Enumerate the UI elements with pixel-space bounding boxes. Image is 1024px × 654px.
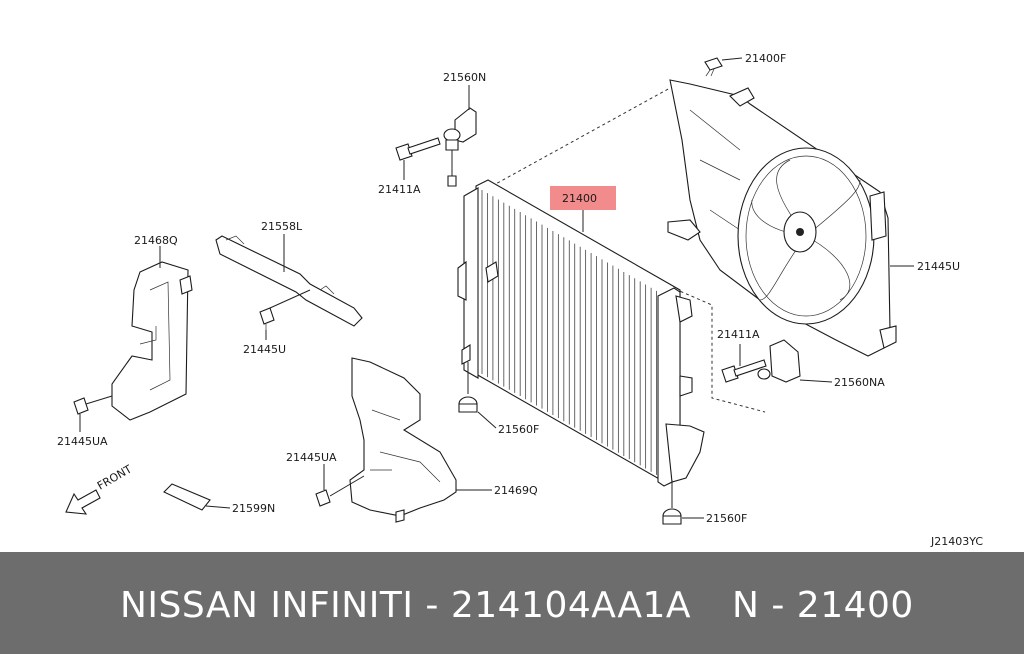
callout-21468q: 21468Q <box>134 234 178 247</box>
callout-21445ua-left: 21445UA <box>57 435 108 448</box>
callout-21560na: 21560NA <box>834 376 885 389</box>
footer-part-text: N - 21400 <box>732 585 914 626</box>
bracket-21560n-icon <box>443 107 477 187</box>
callout-21558l: 21558L <box>261 220 303 233</box>
clip-21445u-icon <box>259 307 275 330</box>
callout-21445u: 21445U <box>243 343 286 356</box>
radiator-fins <box>481 190 663 478</box>
callout-21445ua-mid: 21445UA <box>286 451 337 464</box>
callout-21560f-left: 21560F <box>498 423 539 436</box>
clip-21445ua-left-icon <box>73 397 89 415</box>
deflector-21468q <box>111 261 193 421</box>
front-arrow-icon <box>65 489 101 515</box>
bracket-21560na-icon <box>757 339 801 383</box>
alignment-line <box>674 288 766 413</box>
seal-21558l <box>215 235 363 327</box>
callout-21560n: 21560N <box>443 71 486 84</box>
callout-21411a-right: 21411A <box>717 328 760 341</box>
callout-21400: 21400 <box>562 192 597 205</box>
clip-21445ua-mid-icon <box>315 489 331 507</box>
bolt-21411a-right-icon <box>721 359 767 383</box>
diagram-code: J21403YC <box>930 535 983 548</box>
footer-brand-text: NISSAN INFINITI - 214104AA1A <box>120 585 692 626</box>
alignment-line <box>491 87 671 187</box>
footer-banner: NISSAN INFINITI - 214104AA1A N - 21400 <box>0 552 1024 654</box>
callout-21599n: 21599N <box>232 502 275 515</box>
callout-21469q: 21469Q <box>494 484 538 497</box>
parts-diagram: 21400F 21560N 21411A 21400 <box>57 52 984 548</box>
mount-21560f-bottom-icon <box>662 480 682 525</box>
exploded-view-svg: 21400F 21560N 21411A 21400 <box>57 52 983 548</box>
label-plate-21599n <box>163 483 211 511</box>
front-label: FRONT <box>95 462 134 492</box>
mount-21560f-left-icon <box>458 362 478 413</box>
callout-21560f-bottom: 21560F <box>706 512 747 525</box>
bolt-21411a-icon <box>395 137 441 161</box>
callout-21411a-top: 21411A <box>378 183 421 196</box>
fan-shroud-21590 <box>667 79 897 357</box>
deflector-21469q <box>349 357 457 523</box>
callout-21400f: 21400F <box>745 52 786 65</box>
bolt-21400f-icon <box>704 57 723 77</box>
radiator-21400 <box>457 179 705 487</box>
callout-highlight <box>550 186 616 210</box>
callout-21590: 21445U <box>917 260 960 273</box>
